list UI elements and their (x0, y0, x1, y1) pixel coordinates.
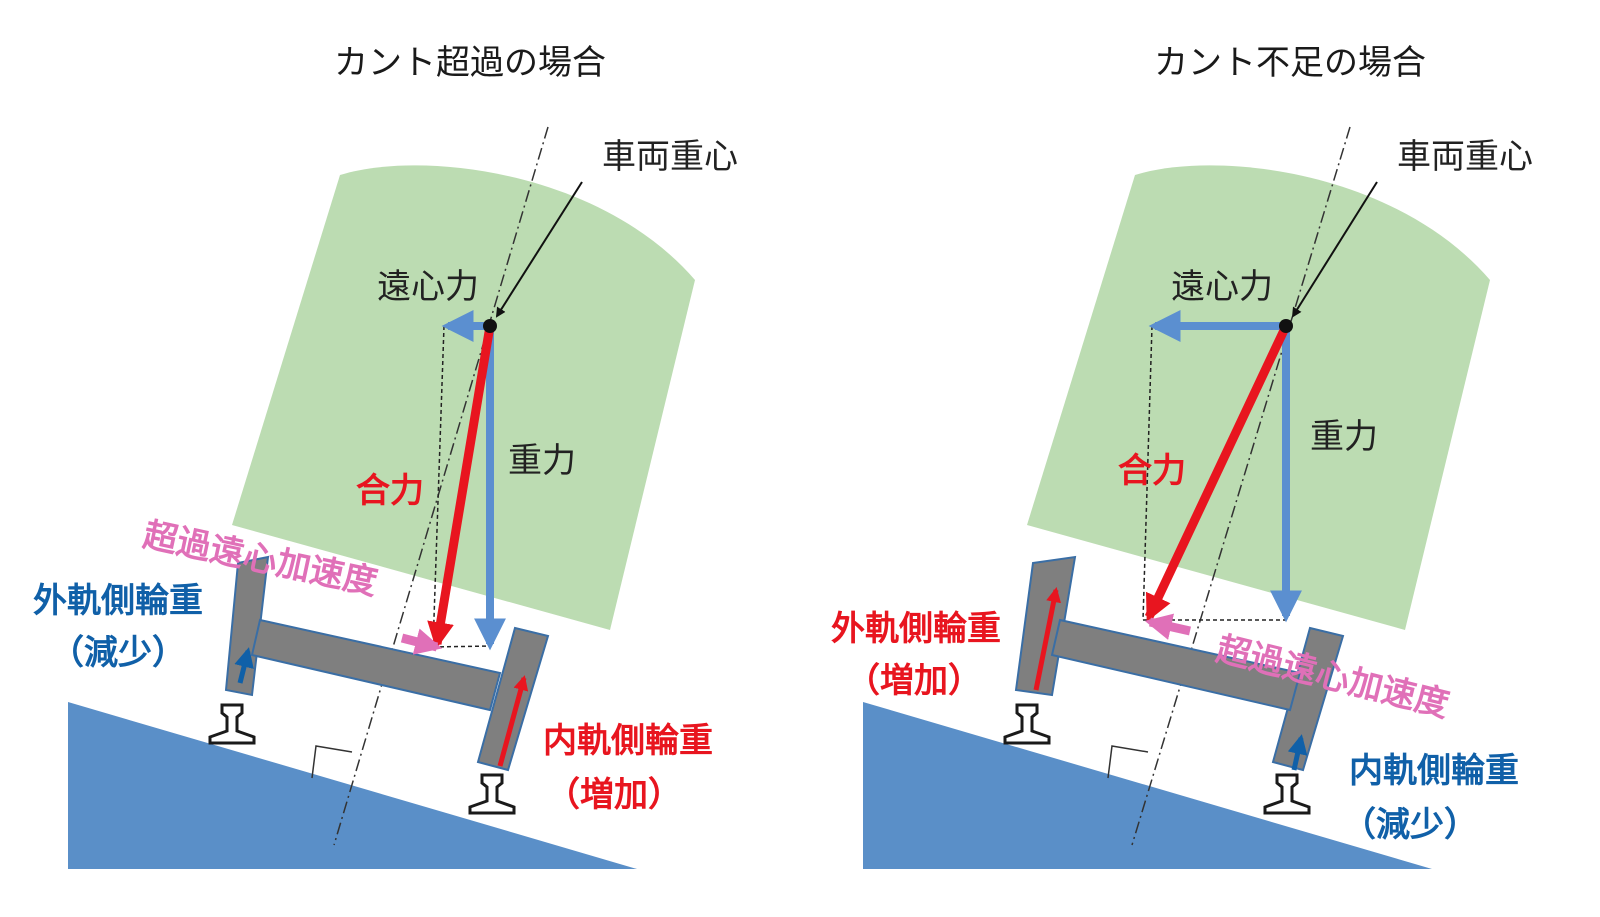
left-outer-label: 外軌側輪重 (33, 581, 203, 621)
right-resultant-label: 合力 (1118, 451, 1186, 491)
left-outer-change: （減少） (50, 633, 186, 673)
left-inner-change: （増加） (546, 775, 682, 815)
left-outer-wheel-arrow (234, 647, 254, 684)
left-car-body (232, 165, 695, 630)
right-outer-change: （増加） (846, 661, 982, 701)
right-excess-arrow (1144, 613, 1191, 640)
left-excess-arrow (400, 628, 443, 655)
right-cog-label: 車両重心 (1397, 137, 1533, 177)
right-inner-rail (1263, 773, 1311, 815)
right-outer-rail (1003, 703, 1051, 745)
right-gravity-label: 重力 (1310, 417, 1378, 457)
left-panel: カント超過の場合 車両 (33, 43, 738, 869)
left-inner-rail (468, 773, 516, 815)
left-inner-label: 内軌側輪重 (543, 721, 713, 761)
right-panel: カント不足の場合 車両 (831, 43, 1533, 869)
left-cog-pointer (495, 181, 583, 318)
right-cog-pointer (1291, 181, 1378, 318)
right-inner-change: （減少） (1342, 805, 1478, 845)
right-inner-wheel-arrow (1287, 734, 1308, 771)
right-inner-label: 内軌側輪重 (1349, 751, 1519, 791)
right-vehicle-axis (1131, 126, 1351, 846)
left-gravity-label: 重力 (508, 441, 576, 481)
left-outer-rail (208, 703, 256, 745)
right-outer-wheel-arrow (1033, 587, 1062, 691)
left-inner-wheel-arrow (497, 675, 529, 767)
left-bogie (224, 555, 550, 772)
right-car-body (1027, 165, 1490, 630)
left-centrifugal-label: 遠心力 (377, 267, 479, 307)
left-right-angle-mark (311, 745, 353, 779)
left-cog-dot (483, 319, 497, 333)
right-outer-label: 外軌側輪重 (831, 609, 1001, 649)
right-title: カント不足の場合 (1154, 43, 1426, 83)
left-cog-label: 車両重心 (602, 137, 738, 177)
left-title: カント超過の場合 (334, 43, 606, 83)
right-centrifugal-label: 遠心力 (1171, 267, 1273, 307)
right-right-angle-mark (1107, 745, 1149, 779)
left-resultant-label: 合力 (356, 471, 424, 511)
left-vehicle-axis (333, 126, 549, 846)
right-resultant-arrow (1144, 324, 1291, 622)
right-cog-dot (1279, 319, 1293, 333)
left-resultant-arrow (427, 325, 495, 650)
